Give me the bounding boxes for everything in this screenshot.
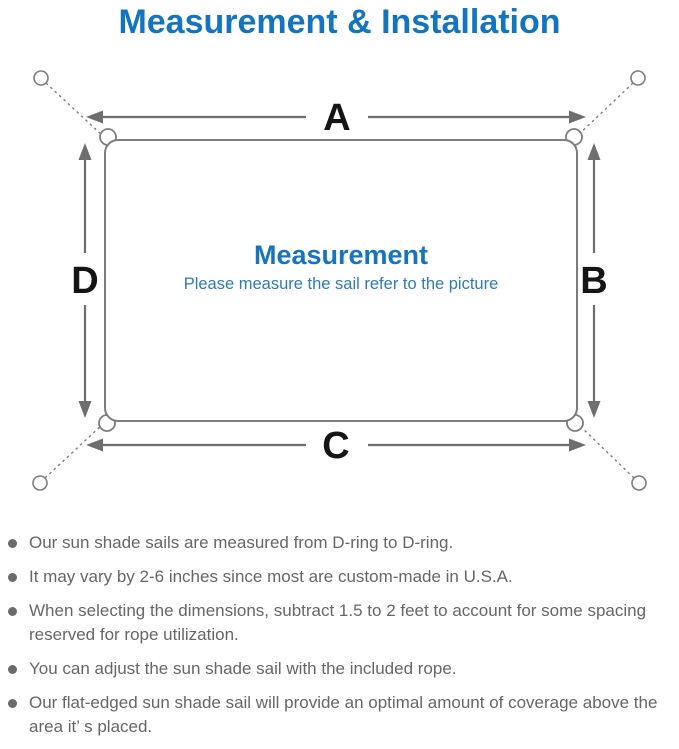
rope-dashed-line-top-right (575, 82, 634, 138)
note-text: It may vary by 2-6 inches since most are… (29, 567, 513, 586)
edge-label-d: D (71, 260, 98, 302)
list-item: It may vary by 2-6 inches since most are… (8, 565, 675, 589)
arrow-c-head-right-icon (569, 438, 586, 452)
edge-label-b: B (580, 260, 607, 302)
arrow-a-head-left-icon (86, 110, 103, 124)
arrow-c-head-left-icon (86, 438, 103, 452)
arrow-a-head-right-icon (569, 110, 586, 124)
list-item: When selecting the dimensions, subtract … (8, 599, 675, 647)
note-text: You can adjust the sun shade sail with t… (29, 659, 457, 678)
rope-dashed-line-bottom-right (577, 423, 635, 479)
list-item: You can adjust the sun shade sail with t… (8, 657, 675, 681)
anchor-ring-icon-bottom-right (631, 475, 647, 491)
bullet-icon (8, 607, 17, 616)
sail-outline (104, 139, 578, 422)
measurement-diagram: A B C D Measurement Please measure the s… (0, 55, 679, 515)
arrow-d-head-down-icon (78, 401, 92, 418)
notes-list: Our sun shade sails are measured from D-… (8, 531, 675, 749)
edge-label-c: C (322, 425, 349, 467)
note-text: Our sun shade sails are measured from D-… (29, 533, 454, 552)
edge-labels: A B C D (71, 97, 607, 467)
rope-dashed-lines (44, 82, 635, 479)
anchor-ring-icon-top-left (33, 70, 49, 86)
bullet-icon (8, 539, 17, 548)
anchor-rings (32, 70, 647, 491)
measure-arrow-d (78, 143, 92, 418)
list-item: Our sun shade sails are measured from D-… (8, 531, 675, 555)
rope-dashed-line-top-left (45, 82, 105, 138)
arrow-b-head-down-icon (587, 401, 601, 418)
edge-label-a: A (323, 97, 350, 139)
note-text: Our flat-edged sun shade sail will provi… (29, 693, 658, 736)
sail-diagram-canvas: A B C D (32, 70, 647, 491)
measure-arrow-a (86, 110, 586, 124)
bullet-icon (8, 665, 17, 674)
measure-arrow-c (86, 438, 586, 452)
arrow-d-head-up-icon (78, 143, 92, 160)
bullet-icon (8, 699, 17, 708)
anchor-ring-icon-top-right (630, 70, 646, 86)
bullet-icon (8, 573, 17, 582)
note-text: When selecting the dimensions, subtract … (29, 601, 647, 644)
measure-arrow-b (587, 143, 601, 418)
arrow-b-head-up-icon (587, 143, 601, 160)
anchor-ring-icon-bottom-left (32, 475, 48, 491)
list-item: Our flat-edged sun shade sail will provi… (8, 691, 675, 739)
page-title: Measurement & Installation (118, 3, 561, 41)
rope-dashed-line-bottom-left (44, 423, 104, 479)
